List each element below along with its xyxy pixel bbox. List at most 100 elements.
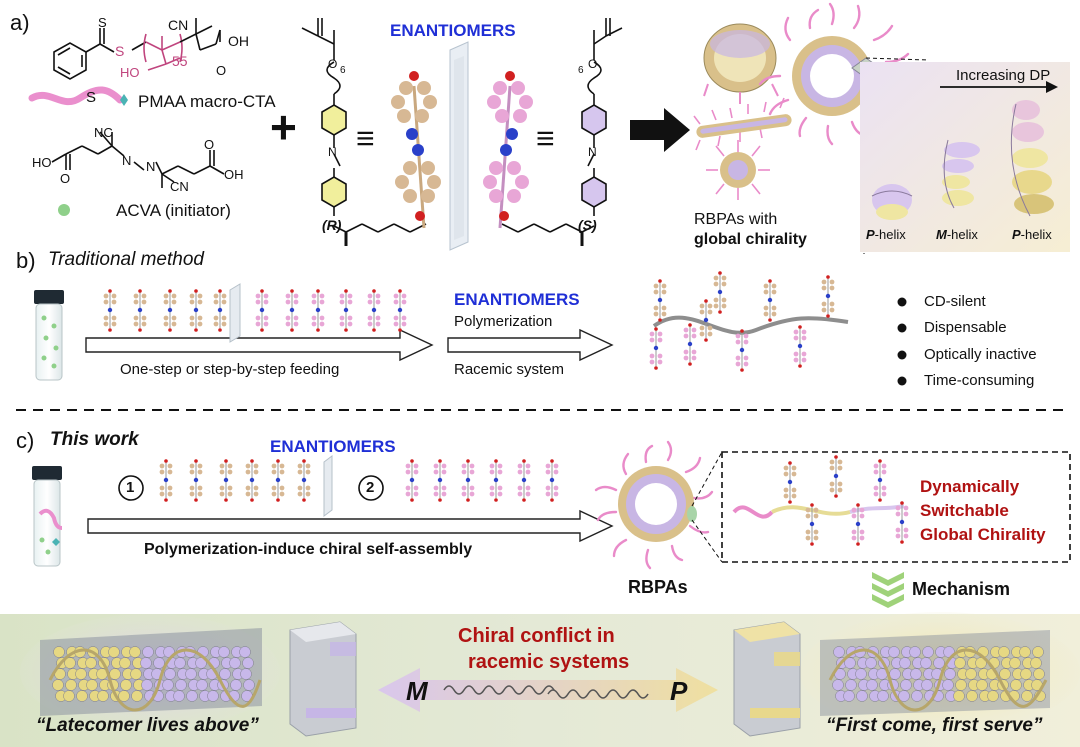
acva-n1-label: N: [122, 153, 132, 168]
acva-nc-label: NC: [94, 125, 113, 140]
right-cube: [733, 621, 801, 737]
mechanism-chevrons: [872, 572, 904, 608]
molecule-model-r: [391, 71, 441, 229]
mini-monomer: [433, 459, 447, 502]
macro-cta-icon: [28, 86, 128, 106]
zoom-line-bottom: [691, 519, 723, 563]
vial-c: [32, 466, 63, 567]
dynamic-line3: Global Chirality: [920, 525, 1046, 544]
panel-c-title: This work: [50, 429, 139, 450]
monomer-row-pink: [255, 289, 407, 332]
panel-b-title: Traditional method: [48, 249, 204, 270]
mini-monomer: [821, 275, 835, 318]
monomer-row-c-pink: [405, 459, 559, 502]
right-quote: “First come, first serve”: [826, 715, 1043, 736]
conflict-line2: racemic systems: [468, 651, 630, 673]
equiv-left: ≡: [356, 120, 375, 156]
bullet-4: Time-consuming: [924, 372, 1035, 389]
mini-monomer: [489, 459, 503, 502]
panel-a-label: a): [10, 10, 30, 35]
left-quote: “Latecomer lives above”: [36, 715, 259, 736]
cta-structure: [53, 18, 221, 80]
mini-monomer: [829, 455, 843, 498]
racemic-pendants: [649, 271, 835, 372]
mini-monomer: [213, 289, 227, 332]
increasing-dp: Increasing DP: [956, 67, 1051, 84]
mini-monomer: [517, 459, 531, 502]
mon-s-label: (S): [578, 217, 597, 233]
feeding-label: One-step or step-by-step feeding: [120, 361, 340, 378]
equiv-right: ≡: [536, 120, 555, 156]
monomer-r-structure: [301, 18, 427, 246]
acva-n2-label: N: [146, 159, 156, 174]
mini-monomer: [763, 279, 777, 322]
acva-structure: [51, 131, 225, 188]
bullet-2: Dispensable: [924, 319, 1007, 336]
bullet-1: CD-silent: [924, 293, 986, 310]
mini-monomer: [405, 459, 419, 502]
p-label: P: [670, 676, 688, 706]
acva-o2-label: O: [204, 137, 215, 152]
rbpas-label: RBPAs: [628, 577, 688, 597]
monomer-row-c-beige: [159, 459, 311, 502]
panel-b-label: b): [16, 248, 36, 273]
step2-circle: [358, 475, 384, 501]
mini-monomer: [297, 459, 311, 502]
mini-monomer: [683, 323, 697, 366]
left-cube: [289, 621, 357, 737]
mirror-c: [323, 455, 333, 517]
polymerization-label: Polymerization: [454, 313, 553, 330]
macro-cta-label: PMAA macro-CTA: [138, 92, 276, 111]
dp-panel: [851, 57, 1070, 255]
cta-cn-label: CN: [168, 17, 189, 33]
dynamic-line2: Switchable: [920, 501, 1009, 520]
mini-monomer: [851, 503, 865, 546]
mini-monomer: [219, 459, 233, 502]
mini-monomer: [713, 271, 727, 314]
mini-monomer: [367, 289, 381, 332]
acva-o1-label: O: [60, 171, 71, 186]
mini-monomer: [189, 459, 203, 502]
step1-circle: [118, 475, 144, 501]
zoom-line-top: [691, 451, 723, 507]
racemic-label: Racemic system: [454, 361, 565, 378]
cta-dp-label: 55: [172, 53, 188, 69]
acva-ho-label: HO: [32, 155, 52, 170]
mini-monomer: [103, 289, 117, 332]
rbpa-line2: global chirality: [694, 231, 807, 248]
left-assembly: [40, 628, 262, 716]
mon-r-label: (R): [322, 217, 342, 233]
helix-1: P-helix: [866, 227, 906, 242]
mini-monomer: [793, 325, 807, 368]
chain-zoom-box: [721, 451, 1071, 563]
mirror-b: [229, 283, 241, 343]
step-1-label: 1: [126, 479, 135, 496]
mini-monomer: [783, 461, 797, 504]
mini-monomer: [461, 459, 475, 502]
step-2-label: 2: [366, 479, 375, 496]
rbpa-line1: RBPAs with: [694, 211, 778, 228]
bullet-3: Optically inactive: [924, 346, 1037, 363]
cta-oh-label: OH: [228, 33, 249, 49]
mini-monomer: [649, 327, 663, 370]
right-assembly: [820, 630, 1050, 716]
mini-monomer: [545, 459, 559, 502]
helix-2: M-helix: [936, 227, 978, 242]
mechanism-label: Mechanism: [912, 579, 1011, 599]
mini-monomer: [285, 289, 299, 332]
vesicle-rbpa: [594, 440, 714, 570]
polymer-chain: [732, 504, 905, 519]
pisa-arrow: [87, 509, 614, 543]
racemic-polymer: [652, 315, 849, 335]
cta-s2-label: S: [98, 15, 107, 30]
mon-r-6: 6: [340, 65, 346, 76]
mini-monomer: [311, 289, 325, 332]
mirror-plane: [449, 41, 469, 251]
rbpa-morphologies: [693, 23, 792, 200]
acva-cn-label: CN: [170, 179, 189, 194]
mon-s-n: N: [588, 145, 597, 159]
mini-monomer: [159, 459, 173, 502]
chain-pendants: [783, 455, 909, 546]
conflict-line1: Chiral conflict in: [458, 625, 615, 647]
pisa-label: Polymerization-induce chiral self-assemb…: [144, 541, 473, 558]
